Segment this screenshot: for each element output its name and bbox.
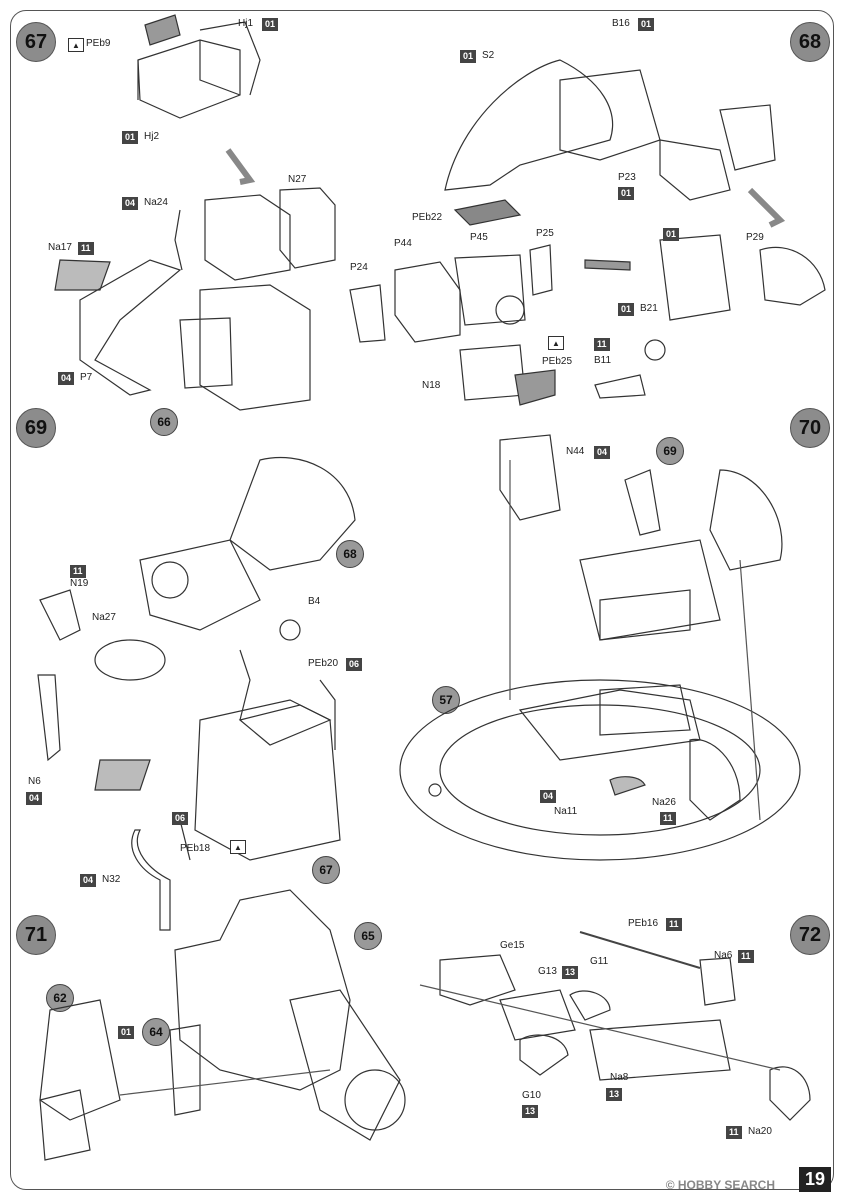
label-hj2: Hj2 bbox=[144, 131, 160, 142]
label-na11: Na11 bbox=[554, 806, 578, 817]
label-p23: P23 bbox=[618, 172, 636, 183]
sprue-badge: 01 bbox=[663, 228, 680, 241]
label-ge15: Ge15 bbox=[500, 940, 525, 951]
label-n19: N19 bbox=[70, 578, 89, 589]
sprue-badge: 11 bbox=[78, 242, 94, 255]
sprue-badge: 11 bbox=[594, 338, 610, 351]
ref-66: 66 bbox=[150, 408, 178, 436]
label-na6: Na6 bbox=[714, 950, 733, 961]
label-hj1: Hj1 bbox=[238, 18, 254, 29]
sprue-badge: 13 bbox=[522, 1105, 539, 1118]
sprue-badge: 01 bbox=[618, 187, 635, 200]
sprue-badge: 13 bbox=[606, 1088, 623, 1101]
label-peb22: PEb22 bbox=[412, 212, 443, 223]
sprue-badge: 04 bbox=[26, 792, 43, 805]
label-n27: N27 bbox=[288, 174, 307, 185]
label-p25: P25 bbox=[536, 228, 554, 239]
sprue-badge: 04 bbox=[540, 790, 557, 803]
sprue-badge: 11 bbox=[660, 812, 676, 825]
sprue-badge: 01 bbox=[638, 18, 655, 31]
sprue-badge: 04 bbox=[80, 874, 97, 887]
label-p24: P24 bbox=[350, 262, 368, 273]
sprue-badge: 04 bbox=[58, 372, 75, 385]
label-na8: Na8 bbox=[610, 1072, 629, 1083]
label-b21: B21 bbox=[640, 303, 658, 314]
step-68-badge: 68 bbox=[790, 22, 830, 62]
up-arrow-icon: ▲ bbox=[68, 38, 84, 52]
step-67-badge: 67 bbox=[16, 22, 56, 62]
step-71-badge: 71 bbox=[16, 915, 56, 955]
label-p7: P7 bbox=[80, 372, 93, 383]
label-g10: G10 bbox=[522, 1090, 541, 1101]
label-peb16: PEb16 bbox=[628, 918, 659, 929]
ref-65: 65 bbox=[354, 922, 382, 950]
label-n6: N6 bbox=[28, 776, 41, 787]
sprue-badge: 11 bbox=[666, 918, 682, 931]
sprue-badge: 11 bbox=[70, 565, 86, 578]
label-na26: Na26 bbox=[652, 797, 676, 808]
up-arrow-icon: ▲ bbox=[230, 840, 246, 854]
page-border bbox=[10, 10, 834, 1190]
sprue-badge: 01 bbox=[262, 18, 279, 31]
sprue-badge: 13 bbox=[562, 966, 579, 979]
label-b16: B16 bbox=[612, 18, 630, 29]
label-peb18: PEb18 bbox=[180, 843, 211, 854]
label-n32: N32 bbox=[102, 874, 121, 885]
label-na17: Na17 bbox=[48, 242, 72, 253]
label-peb25: PEb25 bbox=[542, 356, 573, 367]
ref-68: 68 bbox=[336, 540, 364, 568]
step-69-badge: 69 bbox=[16, 408, 56, 448]
label-peb9: PEb9 bbox=[86, 38, 111, 49]
sprue-badge: 11 bbox=[738, 950, 754, 963]
label-n44: N44 bbox=[566, 446, 585, 457]
ref-67: 67 bbox=[312, 856, 340, 884]
sprue-badge: 04 bbox=[594, 446, 611, 459]
ref-69: 69 bbox=[656, 437, 684, 465]
label-na24: Na24 bbox=[144, 197, 168, 208]
sprue-badge: 06 bbox=[172, 812, 189, 825]
label-p29: P29 bbox=[746, 232, 764, 243]
sprue-badge: 06 bbox=[346, 658, 363, 671]
label-p44: P44 bbox=[394, 238, 412, 249]
label-p45: P45 bbox=[470, 232, 488, 243]
sprue-badge: 01 bbox=[618, 303, 635, 316]
label-b4: B4 bbox=[308, 596, 321, 607]
up-arrow-icon: ▲ bbox=[548, 336, 564, 350]
label-s2: S2 bbox=[482, 50, 495, 61]
label-na27: Na27 bbox=[92, 612, 116, 623]
label-peb20: PEb20 bbox=[308, 658, 339, 669]
ref-57: 57 bbox=[432, 686, 460, 714]
label-g11: G11 bbox=[590, 956, 609, 967]
step-72-badge: 72 bbox=[790, 915, 830, 955]
sprue-badge: 01 bbox=[118, 1026, 135, 1039]
label-na20: Na20 bbox=[748, 1126, 772, 1137]
label-b11: B11 bbox=[594, 355, 612, 366]
ref-64: 64 bbox=[142, 1018, 170, 1046]
page-number: 19 bbox=[798, 1167, 831, 1192]
ref-62: 62 bbox=[46, 984, 74, 1012]
label-g13: G13 bbox=[538, 966, 557, 977]
sprue-badge: 11 bbox=[726, 1126, 742, 1139]
sprue-badge: 01 bbox=[460, 50, 477, 63]
sprue-badge: 01 bbox=[122, 131, 139, 144]
label-n18: N18 bbox=[422, 380, 441, 391]
step-70-badge: 70 bbox=[790, 408, 830, 448]
sprue-badge: 04 bbox=[122, 197, 139, 210]
watermark: © HOBBY SEARCH bbox=[665, 1178, 775, 1192]
